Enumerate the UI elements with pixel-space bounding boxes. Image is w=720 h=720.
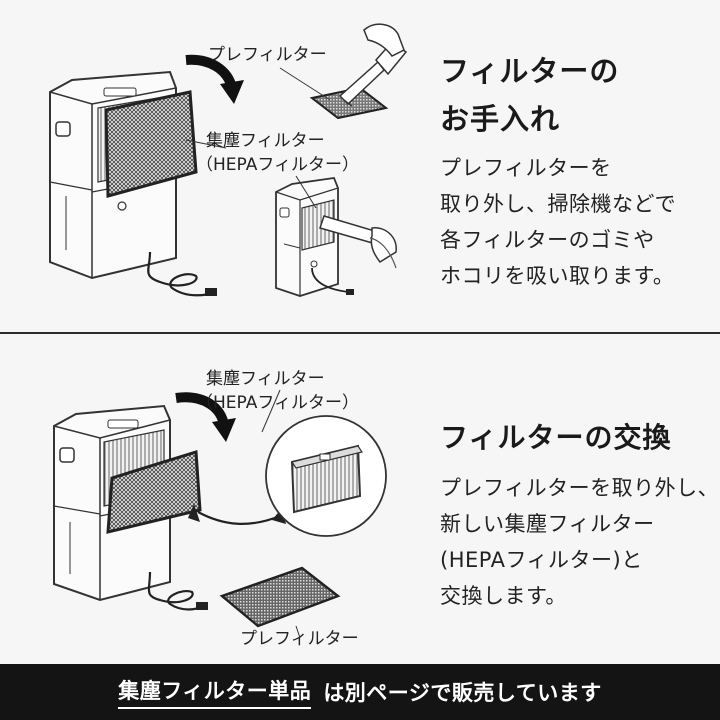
dehumidifier-small [275, 177, 397, 297]
dehumidifier-replace [53, 404, 208, 611]
replacement-line: プレフィルターを取り外し、 [440, 476, 720, 500]
label-hepa-bottom-line1: 集塵フィルター [206, 369, 325, 389]
heading-cleaning-line1: フィルターの [440, 54, 620, 88]
dehumidifier-large [49, 70, 217, 297]
filter-cleaning-panel: プレフィルター 集塵フィルター （HEPAフィルター） フィルターの お手入れ … [0, 0, 720, 332]
replacement-line: 新しい集塵フィルター [440, 512, 655, 536]
vacuum-on-prefilter [309, 23, 408, 120]
footer-banner: 集塵フィルター単品 は別ページで販売しています [0, 664, 720, 720]
heading-cleaning-line2: お手入れ [440, 102, 561, 136]
footer-text: は別ページで販売しています [323, 681, 602, 705]
cleaning-illustration [49, 23, 408, 297]
cleaning-line: ホコリを吸い取ります。 [440, 264, 675, 288]
heading-replacement: フィルターの交換 [440, 421, 672, 454]
label-hepa-bottom-line2: （HEPAフィルター） [196, 393, 359, 413]
label-hepa-top-line2: （HEPAフィルター） [196, 155, 359, 175]
replacement-instructions: プレフィルターを取り外し、 新しい集塵フィルター (HEPAフィルター)と 交換… [440, 470, 719, 614]
filter-replacement-panel: 集塵フィルター （HEPAフィルター） プレフィルター フィルターの交換 プレフ… [0, 334, 720, 664]
label-hepa-top-line1: 集塵フィルター [206, 131, 325, 151]
label-prefilter-bottom: プレフィルター [240, 629, 359, 649]
section-divider [0, 332, 720, 334]
cleaning-instructions: プレフィルターを 取り外し、掃除機などで 各フィルターのゴミや ホコリを吸い取り… [440, 150, 676, 294]
cleaning-line: 各フィルターのゴミや [440, 228, 655, 252]
label-prefilter-top: プレフィルター [208, 45, 327, 65]
replacement-illustration [53, 389, 387, 639]
cleaning-line: 取り外し、掃除機などで [440, 192, 677, 216]
replacement-line: 交換します。 [440, 584, 567, 608]
cleaning-line: プレフィルターを [440, 156, 612, 180]
loose-prefilter [219, 566, 341, 628]
replacement-line: (HEPAフィルター)と [440, 548, 643, 572]
footer-highlight: 集塵フィルター単品 [118, 675, 312, 709]
